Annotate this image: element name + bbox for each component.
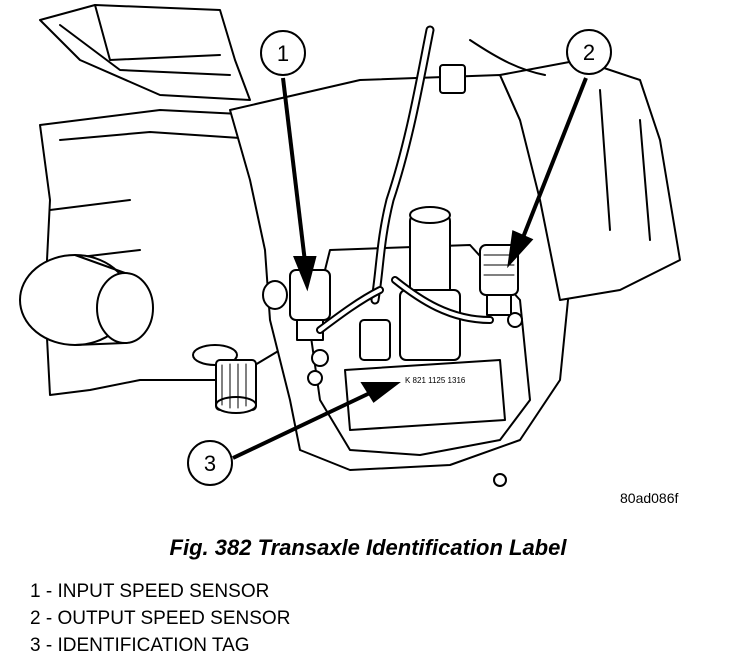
image-code: 80ad086f <box>620 490 679 506</box>
callout-3-label: 3 <box>204 451 216 476</box>
transaxle-illustration: K 821 1125 1316 1 2 3 <box>19 4 681 487</box>
identification-tag-text: K 821 1125 1316 <box>405 376 466 385</box>
callout-2-label: 2 <box>583 40 595 65</box>
legend-item-identification-tag: 3 - IDENTIFICATION TAG <box>30 635 250 656</box>
callout-1 <box>260 30 306 76</box>
callout-3 <box>187 440 233 486</box>
callout-2 <box>566 29 612 75</box>
legend-item-output-speed-sensor: 2 - OUTPUT SPEED SENSOR <box>30 608 291 629</box>
callout-1-label: 1 <box>277 41 289 66</box>
legend-item-input-speed-sensor: 1 - INPUT SPEED SENSOR <box>30 581 270 602</box>
legend-list: 1 - INPUT SPEED SENSOR 2 - OUTPUT SPEED … <box>30 578 290 659</box>
figure-caption: Fig. 382 Transaxle Identification Label <box>169 535 567 560</box>
